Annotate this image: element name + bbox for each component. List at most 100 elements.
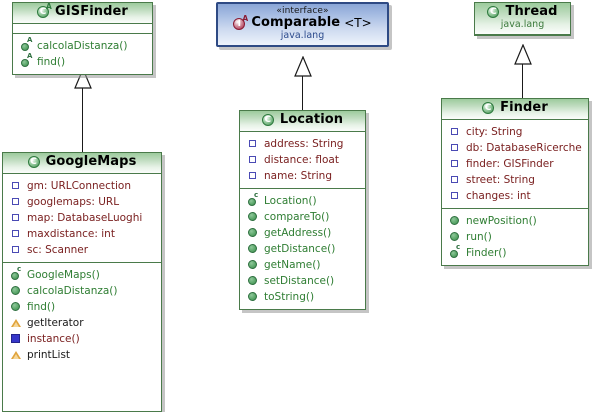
abstract-class-icon: C A bbox=[37, 3, 52, 19]
public-method-icon bbox=[450, 215, 461, 226]
member-row[interactable]: newPosition() bbox=[448, 213, 584, 229]
member-row[interactable]: sc: Scanner bbox=[9, 242, 157, 258]
interface-name: Comparable bbox=[251, 15, 341, 31]
attributes-compartment bbox=[13, 24, 152, 33]
public-method-icon bbox=[248, 227, 259, 238]
class-box-location[interactable]: C Location address: String distance: flo… bbox=[239, 110, 366, 310]
abstract-interface-icon: I A bbox=[233, 15, 248, 31]
member-row[interactable]: printList bbox=[9, 347, 157, 363]
stereotype-label: «interface» bbox=[276, 6, 329, 16]
member-row[interactable]: distance: float bbox=[246, 152, 361, 168]
member-row[interactable]: address: String bbox=[246, 136, 361, 152]
private-attribute-icon bbox=[248, 138, 259, 149]
protected-method-icon bbox=[11, 349, 22, 360]
private-attribute-icon bbox=[11, 180, 22, 191]
package-label: java.lang bbox=[280, 30, 325, 42]
connector-line bbox=[302, 62, 303, 110]
methods-compartment: newPosition() run() Finder() bbox=[442, 207, 588, 265]
class-box-googlemaps[interactable]: C GoogleMaps gm: URLConnection googlemap… bbox=[2, 152, 162, 412]
member-row[interactable]: calcolaDistanza() bbox=[9, 283, 157, 299]
member-row[interactable]: name: String bbox=[246, 168, 361, 184]
methods-compartment: GoogleMaps() calcolaDistanza() find() ge… bbox=[3, 261, 161, 367]
member-row[interactable]: run() bbox=[448, 229, 584, 245]
protected-method-icon bbox=[11, 317, 22, 328]
private-attribute-icon bbox=[450, 126, 461, 137]
member-row[interactable]: instance() bbox=[9, 331, 157, 347]
abstract-method-icon bbox=[21, 53, 32, 68]
class-icon: C bbox=[261, 113, 276, 127]
class-box-thread[interactable]: C Thread java.lang bbox=[474, 2, 571, 36]
member-row[interactable]: street: String bbox=[448, 172, 584, 188]
public-method-icon bbox=[248, 275, 259, 286]
private-attribute-icon bbox=[11, 244, 22, 255]
member-row[interactable]: setDistance() bbox=[246, 273, 361, 289]
interface-box-comparable[interactable]: «interface» I A Comparable <T> java.lang bbox=[216, 2, 389, 48]
constructor-icon bbox=[450, 244, 461, 259]
private-attribute-icon bbox=[450, 190, 461, 201]
methods-compartment: Location() compareTo() getAddress() getD… bbox=[240, 187, 365, 309]
public-method-icon bbox=[450, 231, 461, 242]
member-row[interactable]: compareTo() bbox=[246, 209, 361, 225]
public-method-icon bbox=[248, 259, 259, 270]
public-method-icon bbox=[11, 285, 22, 296]
public-method-icon bbox=[248, 211, 259, 222]
generalization-arrowhead bbox=[514, 44, 532, 65]
member-row[interactable]: find() bbox=[19, 53, 148, 70]
class-header: C Location bbox=[240, 111, 365, 132]
member-row[interactable]: Finder() bbox=[448, 244, 584, 261]
class-name: GISFinder bbox=[55, 4, 128, 19]
attributes-compartment: gm: URLConnection googlemaps: URL map: D… bbox=[3, 174, 161, 262]
private-attribute-icon bbox=[248, 170, 259, 181]
class-name: Thread bbox=[505, 4, 558, 19]
member-row[interactable]: Location() bbox=[246, 192, 361, 209]
generalization-arrowhead bbox=[74, 68, 92, 89]
constructor-icon bbox=[248, 192, 259, 207]
class-header: C A GISFinder bbox=[13, 3, 152, 24]
public-method-icon bbox=[11, 301, 22, 312]
member-row[interactable]: calcolaDistanza() bbox=[19, 37, 148, 54]
member-row[interactable]: gm: URLConnection bbox=[9, 178, 157, 194]
member-row[interactable]: find() bbox=[9, 299, 157, 315]
member-row[interactable]: getDistance() bbox=[246, 241, 361, 257]
member-row[interactable]: GoogleMaps() bbox=[9, 266, 157, 283]
member-row[interactable]: getAddress() bbox=[246, 225, 361, 241]
package-label: java.lang bbox=[500, 18, 545, 30]
class-name: Finder bbox=[500, 100, 548, 115]
member-row[interactable]: changes: int bbox=[448, 188, 584, 204]
connector-line bbox=[82, 86, 83, 158]
private-attribute-icon bbox=[248, 154, 259, 165]
generic-parameter: <T> bbox=[344, 15, 372, 30]
constructor-icon bbox=[11, 266, 22, 281]
methods-compartment: calcolaDistanza() find() bbox=[13, 32, 152, 74]
member-row[interactable]: googlemaps: URL bbox=[9, 194, 157, 210]
public-method-icon bbox=[248, 291, 259, 302]
member-row[interactable]: maxdistance: int bbox=[9, 226, 157, 242]
member-row[interactable]: finder: GISFinder bbox=[448, 156, 584, 172]
class-name: GoogleMaps bbox=[45, 154, 137, 169]
class-icon: C bbox=[27, 155, 42, 169]
private-attribute-icon bbox=[11, 212, 22, 223]
attributes-compartment: address: String distance: float name: St… bbox=[240, 132, 365, 188]
member-row[interactable]: getIterator bbox=[9, 315, 157, 331]
private-attribute-icon bbox=[450, 158, 461, 169]
public-method-icon bbox=[248, 243, 259, 254]
private-attribute-icon bbox=[450, 174, 461, 185]
member-row[interactable]: city: String bbox=[448, 124, 584, 140]
private-attribute-icon bbox=[11, 228, 22, 239]
member-row[interactable]: map: DatabaseLuoghi bbox=[9, 210, 157, 226]
member-row[interactable]: toString() bbox=[246, 289, 361, 305]
class-box-finder[interactable]: C Finder city: String db: DatabaseRicerc… bbox=[441, 98, 589, 266]
class-header: C Finder bbox=[442, 99, 588, 120]
class-header: C Thread java.lang bbox=[475, 3, 570, 35]
private-attribute-icon bbox=[450, 142, 461, 153]
member-row[interactable]: db: DatabaseRicerche bbox=[448, 140, 584, 156]
private-attribute-icon bbox=[11, 196, 22, 207]
class-name: Location bbox=[279, 112, 344, 127]
attributes-compartment: city: String db: DatabaseRicerche finder… bbox=[442, 120, 588, 208]
class-icon: C bbox=[487, 5, 501, 19]
private-method-icon bbox=[11, 333, 22, 344]
member-row[interactable]: getName() bbox=[246, 257, 361, 273]
class-icon: C bbox=[482, 101, 496, 115]
class-box-gisfinder[interactable]: C A GISFinder calcolaDistanza() find() bbox=[12, 2, 153, 75]
connector-line bbox=[522, 50, 523, 98]
